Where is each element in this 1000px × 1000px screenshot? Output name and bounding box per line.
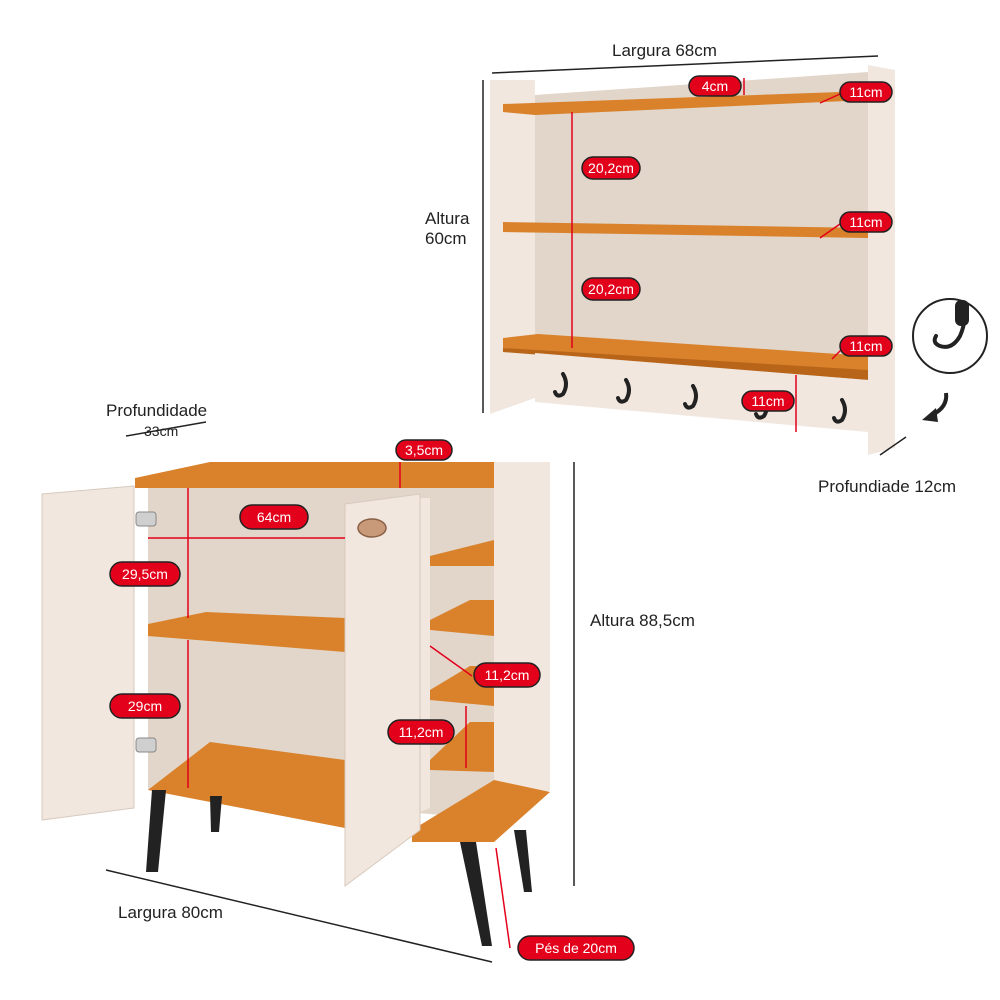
hinge-icon (135, 737, 157, 753)
cabinet-legs (146, 790, 532, 946)
svg-text:11cm: 11cm (751, 393, 784, 409)
shelf-board-bottom-edge (503, 348, 868, 380)
shelf-height-value: 60cm (425, 229, 467, 248)
badge-shelf-hook-rail: 11cm (741, 390, 795, 412)
badge-shoe-gap-1: 11,2cm (473, 662, 541, 688)
door-handle-icon (357, 518, 387, 538)
shoe-shelf-2 (430, 600, 494, 636)
coat-hook-icon (616, 378, 631, 404)
badge-cabinet-lower-gap: 29cm (109, 693, 181, 719)
curved-arrow-icon (922, 392, 949, 422)
svg-text:20,2cm: 20,2cm (588, 281, 634, 297)
shelf-board-top (503, 91, 868, 115)
svg-text:Pés de 20cm: Pés de 20cm (535, 940, 617, 956)
cabinet-depth-label: Profundidade (106, 401, 207, 420)
badge-cabinet-upper-gap: 29,5cm (109, 561, 181, 587)
svg-text:3,5cm: 3,5cm (405, 442, 443, 458)
shelf-width-label: Largura 68cm (612, 41, 717, 60)
cabinet-middle-shelf (148, 612, 345, 652)
shelf-left-side (490, 80, 535, 414)
hinge-icon (135, 511, 157, 527)
cabinet-right-side (494, 462, 550, 830)
svg-text:20,2cm: 20,2cm (588, 160, 634, 176)
coat-hook-icon (553, 372, 568, 398)
cabinet-right-door (344, 493, 421, 887)
cabinet-leg (210, 796, 222, 832)
shelf-height-label: Altura (425, 209, 470, 228)
badge-cabinet-top: 3,5cm (395, 439, 453, 461)
cabinet-bottom (148, 742, 345, 828)
coat-hook-icon (832, 398, 847, 424)
svg-text:11cm: 11cm (849, 84, 882, 100)
svg-text:29cm: 29cm (128, 698, 162, 714)
cabinet-depth-value: 33cm (144, 423, 178, 439)
shelf-depth-label: Profundiade 12cm (818, 477, 956, 496)
wall-shelf: Largura 68cm Altura 60cm Profundiade 12c… (425, 41, 988, 496)
svg-text:11cm: 11cm (849, 338, 882, 354)
svg-text:11cm: 11cm (849, 214, 882, 230)
shelf-board-middle (503, 222, 868, 238)
cabinet-dimension-lines (105, 421, 575, 963)
cabinet-leg (460, 842, 492, 946)
svg-text:64cm: 64cm (257, 509, 291, 525)
badge-shelf-gap-1: 20,2cm (581, 156, 641, 180)
shoe-cabinet: Profundidade 33cm Altura 88,5cm Largura … (41, 401, 695, 963)
coat-hook-icon (683, 384, 698, 410)
badge-shelf-gap-2: 20,2cm (581, 277, 641, 301)
svg-text:29,5cm: 29,5cm (122, 566, 168, 582)
cabinet-leg (514, 830, 532, 892)
shoe-shelf-4 (430, 722, 494, 772)
cabinet-red-lines (148, 462, 511, 949)
cabinet-bottom-right (412, 780, 550, 842)
badge-shelf-depth-2: 11cm (839, 211, 893, 233)
cabinet-width-label: Largura 80cm (118, 903, 223, 922)
badge-shoe-gap-2: 11,2cm (387, 719, 455, 745)
cabinet-left-door (41, 485, 135, 821)
svg-text:4cm: 4cm (702, 78, 728, 94)
badge-cabinet-inner-width: 64cm (239, 504, 309, 530)
badge-cabinet-legs: Pés de 20cm (517, 935, 635, 961)
wall-hook-icon (912, 298, 988, 374)
svg-text:11,2cm: 11,2cm (399, 724, 444, 740)
cabinet-top (135, 462, 500, 488)
shoe-shelf-1 (430, 540, 494, 566)
badge-shelf-depth-1: 11cm (839, 81, 893, 103)
cabinet-divider (420, 498, 430, 812)
badge-shelf-top-lip: 4cm (688, 75, 742, 97)
shelf-right-side (868, 65, 895, 455)
cabinet-height-label: Altura 88,5cm (590, 611, 695, 630)
svg-text:11,2cm: 11,2cm (485, 667, 530, 683)
cabinet-leg (146, 790, 166, 872)
shelf-dimension-lines (482, 55, 907, 456)
shelf-hook-rail (535, 353, 868, 432)
badge-shelf-depth-3: 11cm (839, 335, 893, 357)
